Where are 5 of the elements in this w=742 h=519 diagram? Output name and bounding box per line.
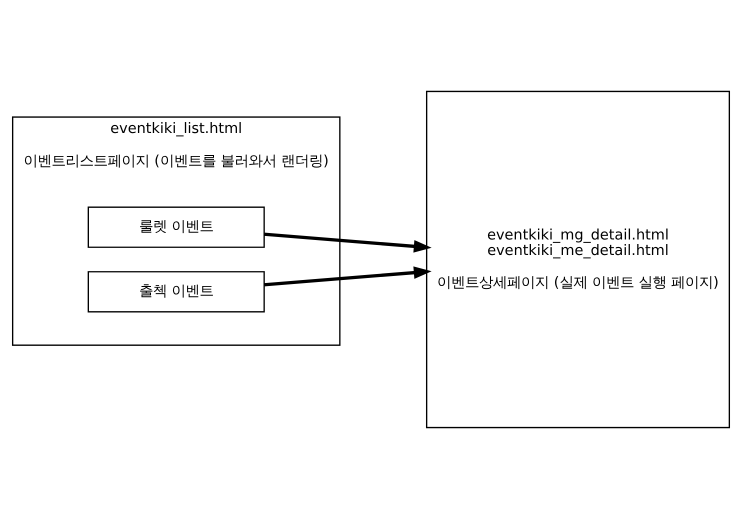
arrow	[264, 232, 432, 253]
node-box: 출첵 이벤트	[88, 271, 265, 312]
node-box: eventkiki_mg_detail.html eventkiki_me_detail.html 이벤트상세페이지 (실제 이벤트 실행 페이지)	[426, 90, 730, 428]
node-box: 룰렛 이벤트	[88, 206, 265, 248]
arrow	[264, 266, 432, 286]
